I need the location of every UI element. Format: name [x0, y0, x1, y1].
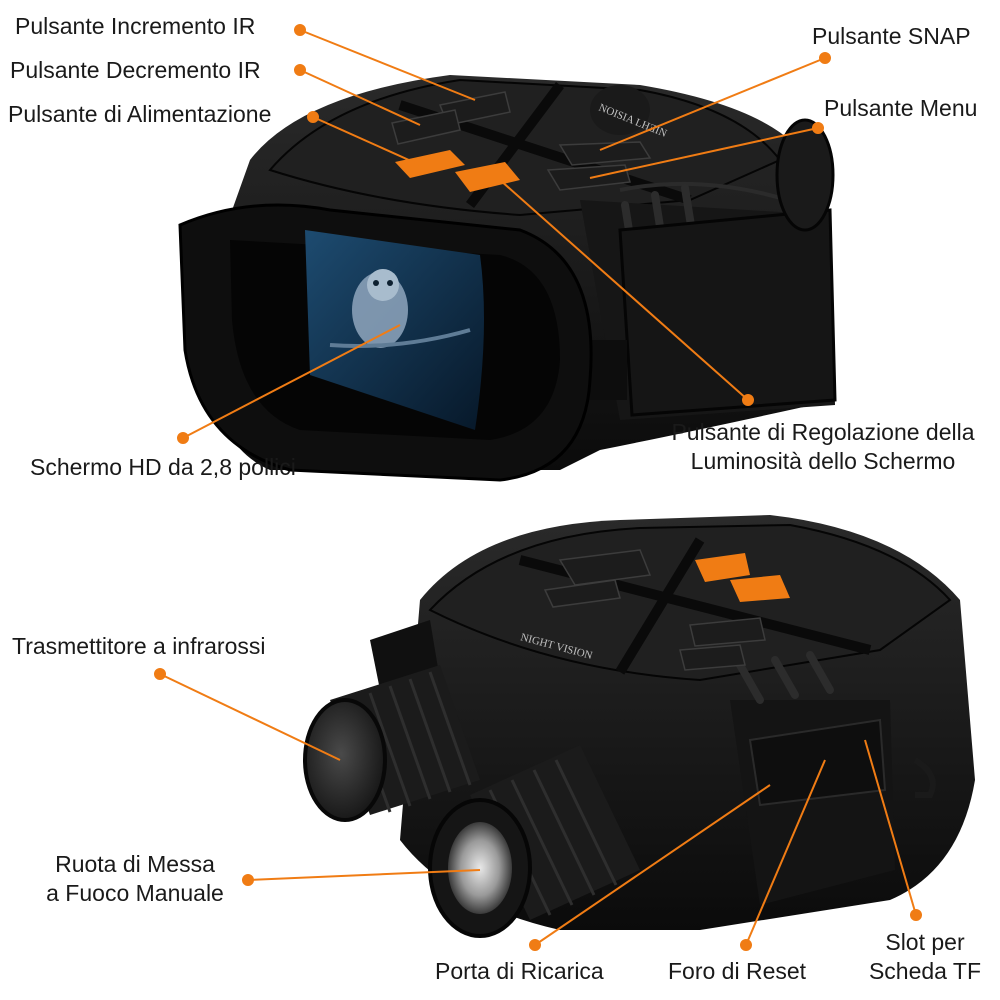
- callout-dot-focus: [242, 874, 254, 886]
- binocular-front-view: NIGHT VISION: [303, 515, 975, 938]
- tf-slot-cover[interactable]: [748, 718, 887, 807]
- menu-button-front[interactable]: [558, 549, 652, 586]
- label-ir-transmitter: Trasmettitore a infrarossi: [12, 633, 266, 659]
- label-snap: Pulsante SNAP: [812, 23, 971, 49]
- callout-dot-ir-transmitter: [154, 668, 166, 680]
- snap-button[interactable]: [558, 141, 652, 166]
- callout-dot-charging: [529, 939, 541, 951]
- callout-dot-tf-slot: [910, 909, 922, 921]
- label-charging-port: Porta di Ricarica: [435, 958, 604, 984]
- label-tf-slot: Slot per Scheda TF: [855, 928, 995, 986]
- power-button-front[interactable]: [695, 553, 750, 582]
- ir-button-front-2[interactable]: [679, 644, 746, 671]
- label-brightness: Pulsante di Regolazione della Luminosità…: [652, 418, 994, 476]
- callout-lines: [154, 24, 922, 951]
- focus-wheel-barrel[interactable]: [428, 745, 640, 938]
- ir-decrement-button[interactable]: [391, 109, 461, 145]
- brightness-button-front[interactable]: [730, 575, 790, 602]
- ir-transmitter-barrel: [303, 665, 480, 822]
- menu-button[interactable]: [546, 164, 631, 191]
- callout-dot-brightness: [742, 394, 754, 406]
- ir-button-front[interactable]: [689, 617, 766, 647]
- label-ir-increment: Pulsante Incremento IR: [15, 13, 256, 39]
- label-menu: Pulsante Menu: [824, 95, 978, 121]
- power-button[interactable]: [395, 150, 465, 178]
- label-power: Pulsante di Alimentazione: [8, 101, 272, 127]
- label-reset-hole: Foro di Reset: [668, 958, 807, 984]
- callout-dot-ir-increment: [294, 24, 306, 36]
- label-tf-slot-line1: Slot per: [885, 929, 965, 955]
- label-focus-line2: a Fuoco Manuale: [46, 880, 224, 906]
- label-brightness-line2: Luminosità dello Schermo: [690, 448, 956, 474]
- label-screen: Schermo HD da 2,8 pollici: [30, 454, 296, 480]
- callout-dot-ir-decrement: [294, 64, 306, 76]
- objective-lens: [448, 822, 512, 914]
- callout-dot-snap: [819, 52, 831, 64]
- snap-button-front[interactable]: [543, 579, 621, 608]
- callout-dot-power: [307, 111, 319, 123]
- callout-dot-screen: [177, 432, 189, 444]
- label-focus: Ruota di Messa a Fuoco Manuale: [25, 850, 245, 908]
- brightness-button[interactable]: [455, 162, 520, 192]
- label-brightness-line1: Pulsante di Regolazione della: [671, 419, 975, 445]
- callout-dot-reset: [740, 939, 752, 951]
- label-tf-slot-line2: Scheda TF: [868, 958, 982, 984]
- label-ir-decrement: Pulsante Decremento IR: [10, 57, 261, 83]
- callout-dot-menu: [812, 122, 824, 134]
- label-focus-line1: Ruota di Messa: [55, 851, 215, 877]
- ir-transmitter-cap: [303, 698, 387, 822]
